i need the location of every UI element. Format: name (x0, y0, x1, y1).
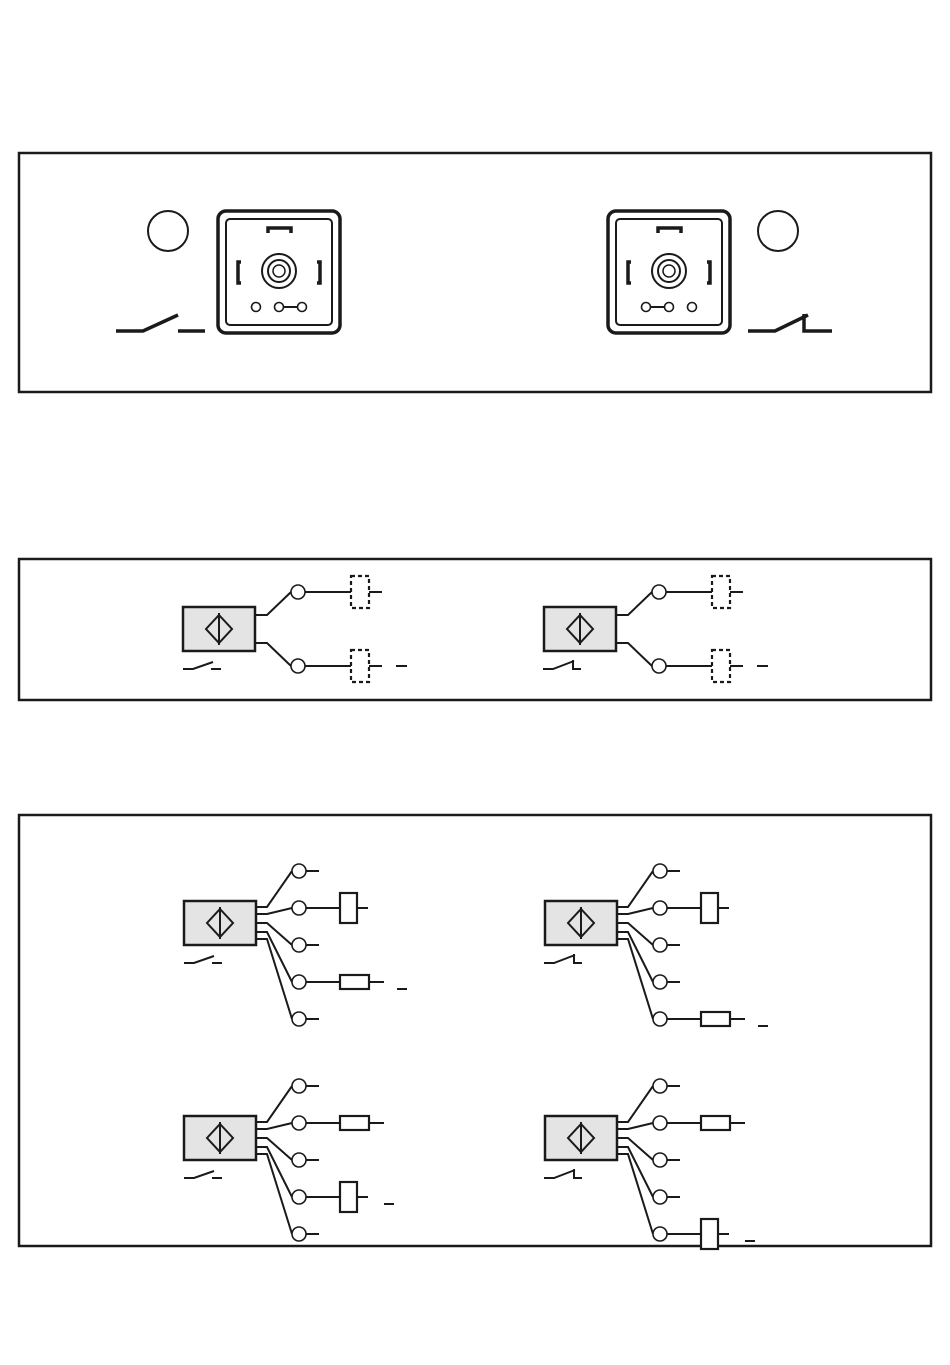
circuits-layer (183, 576, 768, 1249)
four-wire-circuit-normally-closed (544, 864, 768, 1026)
load-coil-icon (340, 893, 357, 923)
terminal-circle (292, 1116, 306, 1130)
pin-hole-right-1 (642, 303, 651, 312)
terminal-circle (292, 975, 306, 989)
pin-hole-right-2 (665, 303, 674, 312)
wire (256, 1154, 292, 1234)
wire (256, 923, 292, 945)
terminal-circle (292, 1079, 306, 1093)
load-placeholder-upper (712, 576, 730, 608)
wire (617, 908, 653, 914)
terminal-circle (653, 901, 667, 915)
load-placeholder-upper (351, 576, 369, 608)
normally-open-contact-icon (184, 956, 214, 963)
four-wire-panel (19, 815, 931, 1246)
wire (255, 643, 291, 666)
terminal-circle (292, 1190, 306, 1204)
normally-open-contact-icon (183, 662, 213, 669)
normally-open-contact-icon (184, 1171, 214, 1178)
load-placeholder-lower (712, 650, 730, 682)
two-wire-panel (19, 559, 931, 700)
normally-closed-contact-tail (574, 954, 582, 963)
normally-closed-contact-icon (543, 661, 574, 669)
four-wire-panel-frame (19, 815, 931, 1246)
two-wire-circuit-normally-open (183, 576, 407, 682)
terminal-circle (653, 1012, 667, 1026)
normally-closed-contact-icon (544, 1170, 575, 1178)
pin-hole-left-2 (275, 303, 284, 312)
pin-marker-circle-right (758, 211, 798, 251)
four-wire-circuit-normally-open (184, 864, 407, 1026)
wire (617, 923, 653, 945)
terminal-circle (653, 975, 667, 989)
two-wire-panel-frame (19, 559, 931, 700)
wire (617, 1154, 653, 1234)
wire (256, 939, 292, 1019)
wire (256, 1138, 292, 1160)
connector-center-core-right (663, 265, 675, 277)
terminal-circle (653, 1153, 667, 1167)
load-placeholder-lower (351, 650, 369, 682)
four-wire-circuit-normally-open (184, 1079, 394, 1241)
terminal-circle (653, 1190, 667, 1204)
wire (256, 1086, 292, 1122)
normally-closed-contact-icon (544, 955, 575, 963)
load-resistor-icon (340, 975, 369, 989)
terminal-circle (292, 901, 306, 915)
terminal-circle (291, 659, 305, 673)
normally-closed-contact-icon (748, 314, 832, 331)
connector-panel (19, 153, 931, 392)
four-wire-circuit-normally-closed (544, 1079, 755, 1249)
connector-right (608, 211, 832, 333)
wire (617, 1086, 653, 1122)
load-coil-icon (701, 893, 718, 923)
terminal-circle (291, 585, 305, 599)
normally-open-contact-icon (116, 315, 205, 331)
terminal-circle (292, 864, 306, 878)
pin-hole-right-3 (688, 303, 697, 312)
terminal-circle (292, 1227, 306, 1241)
wire (616, 592, 652, 615)
connector-panel-frame (19, 153, 931, 392)
terminal-circle (653, 1116, 667, 1130)
wire (256, 908, 292, 914)
pin-hole-left-3 (298, 303, 307, 312)
wire (617, 1138, 653, 1160)
wire (255, 592, 291, 615)
terminal-circle (292, 938, 306, 952)
wire (617, 1123, 653, 1129)
wire (617, 939, 653, 1019)
terminal-circle (653, 1227, 667, 1241)
load-resistor-icon (701, 1116, 730, 1130)
terminal-circle (652, 659, 666, 673)
wire (616, 643, 652, 666)
load-coil-icon (701, 1219, 718, 1249)
connector-center-core-left (273, 265, 285, 277)
normally-closed-contact-tail (574, 1169, 582, 1178)
terminal-circle (292, 1153, 306, 1167)
load-coil-icon (340, 1182, 357, 1212)
pin-hole-left-1 (252, 303, 261, 312)
connector-left (116, 211, 340, 333)
wire (256, 1123, 292, 1129)
pin-marker-circle-left (148, 211, 188, 251)
wire (617, 871, 653, 907)
normally-closed-contact-tail (573, 660, 581, 669)
load-resistor-icon (701, 1012, 730, 1026)
terminal-circle (653, 864, 667, 878)
two-wire-circuit-normally-closed (543, 576, 768, 682)
terminal-circle (653, 938, 667, 952)
terminal-circle (653, 1079, 667, 1093)
terminal-circle (292, 1012, 306, 1026)
load-resistor-icon (340, 1116, 369, 1130)
wire (256, 871, 292, 907)
terminal-circle (652, 585, 666, 599)
